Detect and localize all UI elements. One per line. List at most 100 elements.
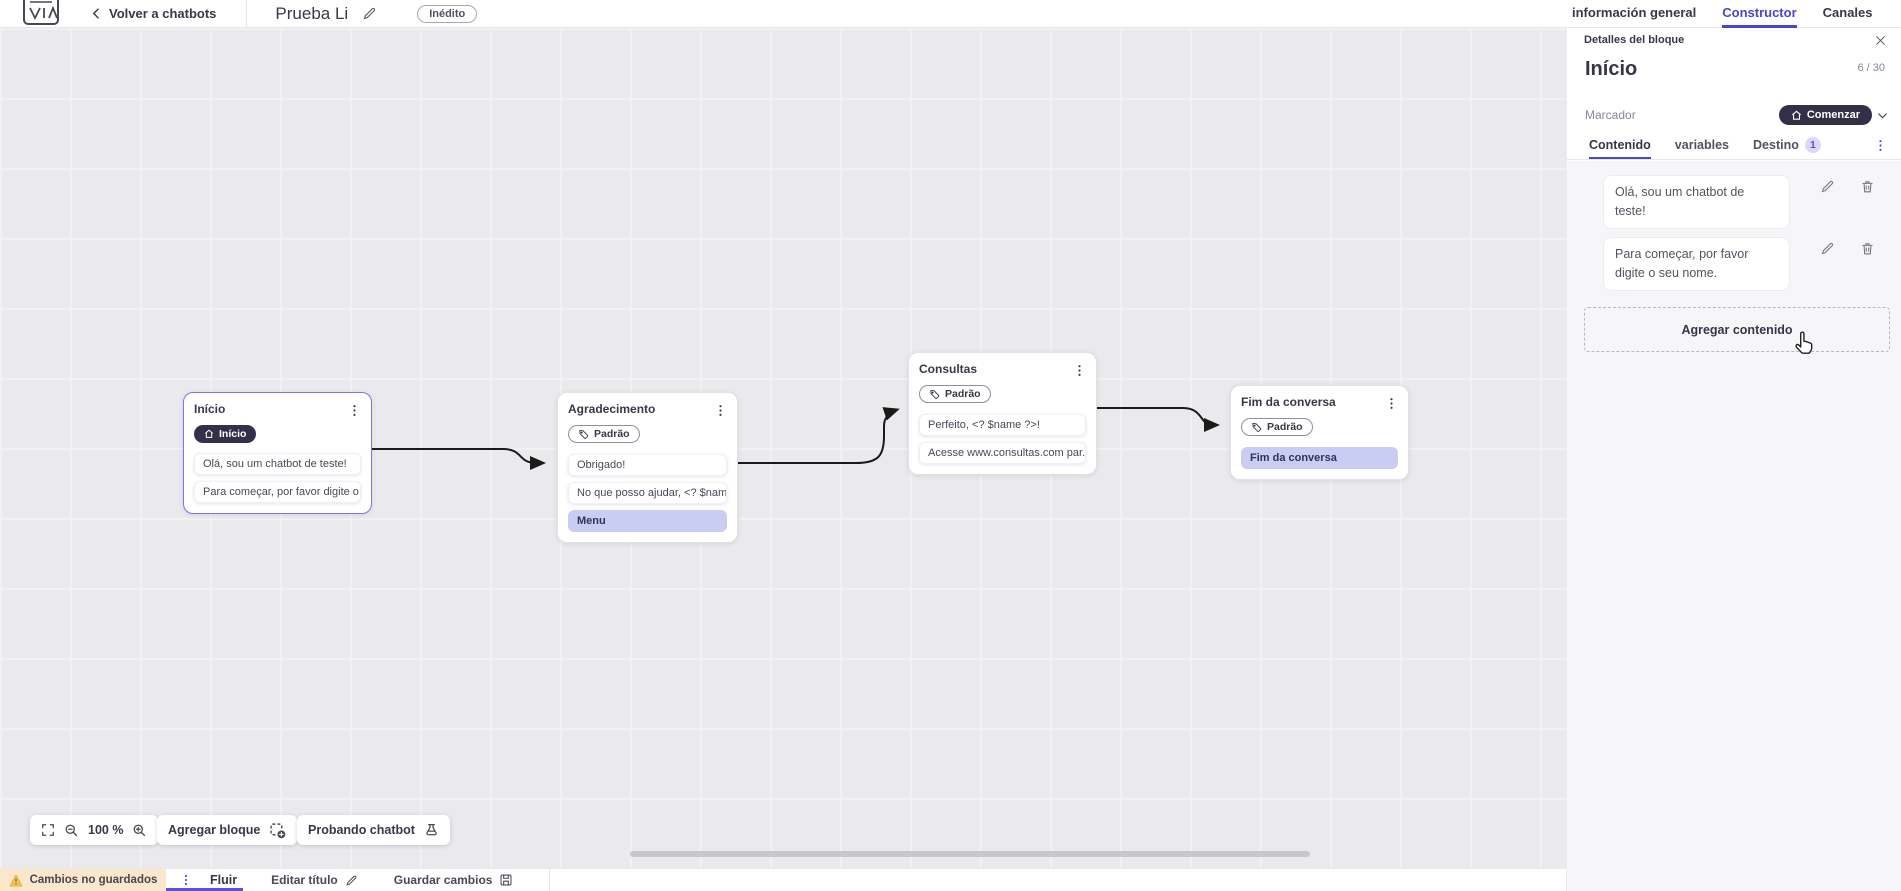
block-menu-button[interactable]: [1385, 396, 1398, 411]
tag-icon: [930, 389, 940, 399]
panel-title: Detalles del bloque: [1584, 34, 1685, 46]
block-title: Consultas: [919, 362, 978, 376]
tab-informacion-general[interactable]: información general: [1572, 5, 1697, 20]
home-icon: [1791, 110, 1801, 120]
block-type-badge: Padrão: [1241, 418, 1313, 436]
horizontal-scrollbar[interactable]: [630, 851, 1310, 857]
marker-label: Marcador: [1585, 108, 1636, 122]
block-title: Início: [194, 402, 226, 416]
content-item-row: Para começar, por favor digite o seu nom…: [1583, 237, 1889, 291]
block-title: Fim da conversa: [1241, 395, 1336, 409]
add-block-button[interactable]: Agregar bloque: [157, 815, 298, 845]
block-agradecimento[interactable]: Agradecimento Padrão Obrigado! No que po…: [557, 392, 738, 543]
zoom-level: 100 %: [88, 823, 124, 837]
content-item-row: Olá, sou um chatbot de teste!: [1583, 175, 1889, 229]
block-type-badge: Início: [194, 425, 257, 443]
marker-value-button[interactable]: Comenzar: [1778, 105, 1872, 125]
zoom-toolbar: 100 %: [30, 815, 159, 845]
edit-flow-title-button[interactable]: [362, 6, 377, 21]
panel-tabs-menu-button[interactable]: [1874, 132, 1887, 159]
block-content-row[interactable]: Olá, sou um chatbot de teste!: [194, 453, 361, 475]
flow-tab-menu-button[interactable]: [180, 873, 192, 887]
delete-content-button[interactable]: [1860, 179, 1875, 194]
topbar: Volver a chatbots Prueba Li Inédito info…: [0, 0, 1901, 28]
kebab-icon: [719, 405, 722, 416]
panel-content: Olá, sou um chatbot de teste! Para começ…: [1567, 161, 1901, 891]
trash-icon: [1862, 243, 1873, 255]
content-text-card[interactable]: Olá, sou um chatbot de teste!: [1603, 175, 1790, 229]
test-chatbot-button[interactable]: Probando chatbot: [297, 815, 450, 845]
topbar-divider: [246, 0, 248, 28]
pencil-icon: [346, 875, 357, 886]
destino-count-badge: 1: [1804, 136, 1821, 153]
block-action-row[interactable]: Menu: [568, 509, 727, 532]
block-name-heading: Início: [1585, 58, 1638, 80]
pencil-icon: [363, 7, 376, 20]
add-content-button[interactable]: Agregar contenido: [1584, 307, 1890, 352]
zoom-in-icon[interactable]: [132, 823, 147, 838]
kebab-icon: [1390, 398, 1393, 409]
block-consultas[interactable]: Consultas Padrão Perfeito, <? $name ?>! …: [908, 352, 1097, 475]
block-content-row[interactable]: Para começar, por favor digite o ...: [194, 481, 361, 503]
back-label: Volver a chatbots: [109, 6, 217, 21]
tag-icon: [579, 429, 589, 439]
app-logo: [12, 0, 72, 28]
block-content-row[interactable]: Obrigado!: [568, 453, 727, 476]
save-changes-button[interactable]: Guardar cambios: [394, 873, 514, 887]
block-content-row[interactable]: Acesse www.consultas.com par...: [919, 441, 1086, 464]
delete-content-button[interactable]: [1860, 241, 1875, 256]
edit-title-button[interactable]: Editar título: [271, 873, 358, 887]
block-type-badge: Padrão: [568, 425, 640, 443]
save-icon: [500, 874, 512, 886]
chevron-left-icon: [90, 7, 103, 20]
block-action-row[interactable]: Fim da conversa: [1241, 446, 1398, 469]
bottombar: Cambios no guardados Fluir Editar título…: [0, 868, 1566, 891]
tab-constructor[interactable]: Constructor: [1722, 0, 1797, 28]
char-counter: 6 / 30: [1857, 62, 1885, 74]
main-tabs: información general Constructor Canales: [1566, 0, 1901, 28]
kebab-icon: [1879, 140, 1882, 151]
trash-icon: [1862, 181, 1873, 193]
block-menu-button[interactable]: [1073, 363, 1086, 378]
close-panel-button[interactable]: [1874, 34, 1887, 47]
edit-content-button[interactable]: [1820, 179, 1835, 194]
unsaved-changes-status: Cambios no guardados: [0, 869, 166, 891]
panel-tabs: Contenido variables Destino 1: [1567, 132, 1901, 160]
flask-icon: [424, 823, 439, 838]
tab-destino[interactable]: Destino 1: [1753, 132, 1821, 159]
block-content-row[interactable]: Perfeito, <? $name ?>!: [919, 413, 1086, 436]
chevron-down-icon[interactable]: [1876, 109, 1889, 122]
warning-icon: [9, 874, 23, 887]
flow-canvas[interactable]: Início Início Olá, sou um chatbot de tes…: [0, 28, 1566, 891]
pencil-icon: [1821, 242, 1834, 255]
status-badge: Inédito: [417, 4, 478, 23]
tab-canales[interactable]: Canales: [1822, 5, 1873, 20]
tag-icon: [1252, 422, 1262, 432]
pencil-icon: [1821, 180, 1834, 193]
block-details-panel: Detalles del bloque Início 6 / 30 Marcad…: [1566, 28, 1901, 891]
close-icon: [1876, 35, 1885, 45]
tab-variables[interactable]: variables: [1674, 137, 1730, 152]
edit-content-button[interactable]: [1820, 241, 1835, 256]
block-content-row[interactable]: No que posso ajudar, <? $name ...: [568, 481, 727, 504]
flow-title: Prueba Li: [275, 3, 349, 23]
block-inicio[interactable]: Início Início Olá, sou um chatbot de tes…: [183, 392, 372, 514]
kebab-icon: [1078, 365, 1081, 376]
content-text-card[interactable]: Para começar, por favor digite o seu nom…: [1603, 237, 1790, 291]
zoom-out-icon[interactable]: [64, 823, 79, 838]
back-to-chatbots-button[interactable]: Volver a chatbots: [90, 6, 216, 21]
bottombar-divider: [549, 869, 551, 891]
fit-screen-icon[interactable]: [41, 823, 55, 837]
block-type-badge: Padrão: [919, 385, 991, 403]
block-menu-button[interactable]: [348, 403, 361, 418]
block-fim-da-conversa[interactable]: Fim da conversa Padrão Fim da conversa: [1230, 385, 1409, 480]
block-title: Agradecimento: [568, 402, 656, 416]
kebab-icon: [184, 874, 188, 886]
active-tab-underline: [166, 888, 243, 891]
tab-fluir[interactable]: Fluir: [210, 873, 238, 887]
block-menu-button[interactable]: [714, 403, 727, 418]
add-block-icon: [269, 822, 286, 839]
tab-contenido[interactable]: Contenido: [1589, 132, 1651, 159]
kebab-icon: [353, 405, 356, 416]
